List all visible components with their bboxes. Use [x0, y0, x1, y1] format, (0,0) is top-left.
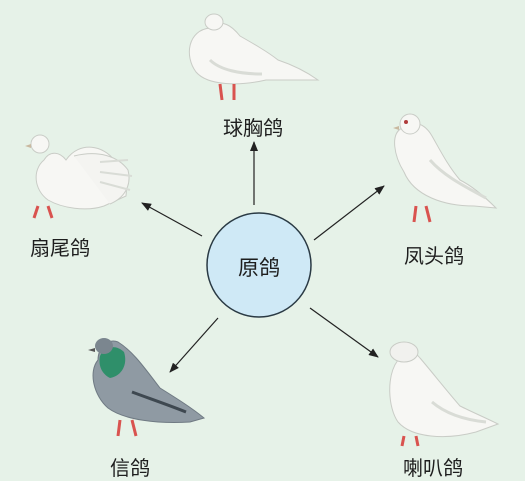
center-circle — [206, 212, 312, 318]
trumpeter-pigeon-image — [389, 341, 500, 447]
label-xin: 信鸽 — [110, 456, 150, 480]
label-fengtou: 凤头鸽 — [404, 244, 464, 268]
center-label-yuange: 原鸽 — [238, 256, 280, 280]
arrow-to-xin — [169, 317, 219, 373]
crested-pigeon-image — [393, 113, 498, 223]
label-shanwei: 扇尾鸽 — [30, 236, 90, 260]
label-qiuxiong: 球胸鸽 — [223, 116, 283, 140]
fantail-pigeon-image — [25, 134, 133, 219]
arrow-to-shanwei — [141, 202, 203, 237]
label-laba: 喇叭鸽 — [403, 456, 463, 480]
homing-pigeon-image — [88, 338, 206, 437]
arrow-to-laba — [309, 307, 379, 358]
arrow-to-fengtou — [313, 185, 385, 241]
pouter-pigeon-image — [188, 13, 320, 101]
